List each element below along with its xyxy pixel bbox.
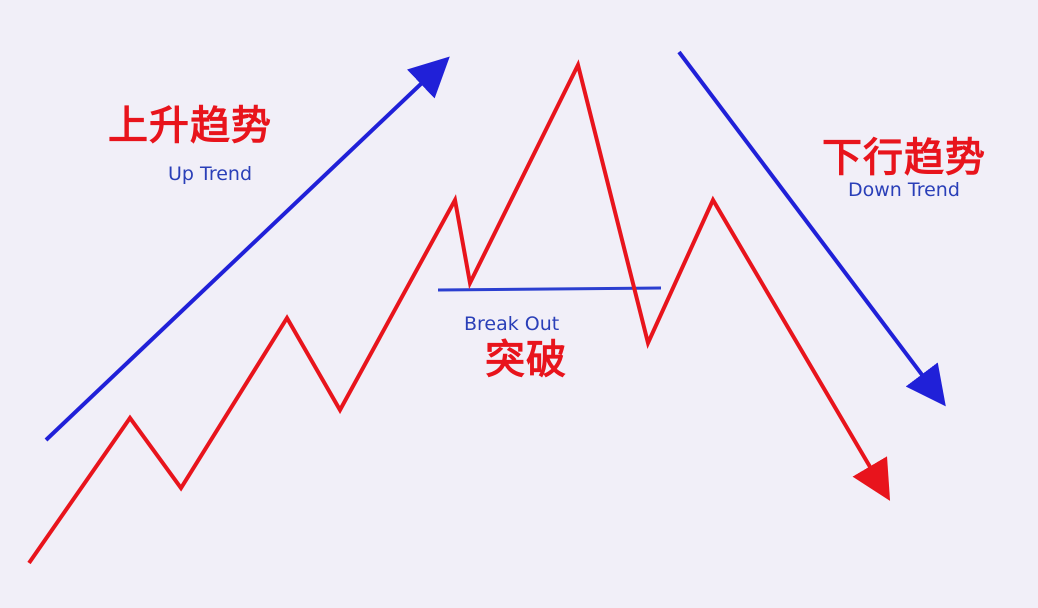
up-trend-arrow bbox=[44, 56, 450, 442]
down-trend-arrow bbox=[677, 50, 946, 407]
down-trend-label-en: Down Trend bbox=[848, 179, 960, 201]
breakout-line bbox=[437, 286, 662, 292]
down-trend-label-cn: 下行趋势 bbox=[822, 135, 986, 181]
up-trend-label-cn: 上升趋势 bbox=[108, 103, 272, 149]
up-trend-label-en: Up Trend bbox=[168, 163, 253, 185]
price-line bbox=[27, 59, 891, 565]
break-out-label-cn: 突破 bbox=[485, 337, 567, 383]
break-out-label-en: Break Out bbox=[464, 313, 560, 335]
